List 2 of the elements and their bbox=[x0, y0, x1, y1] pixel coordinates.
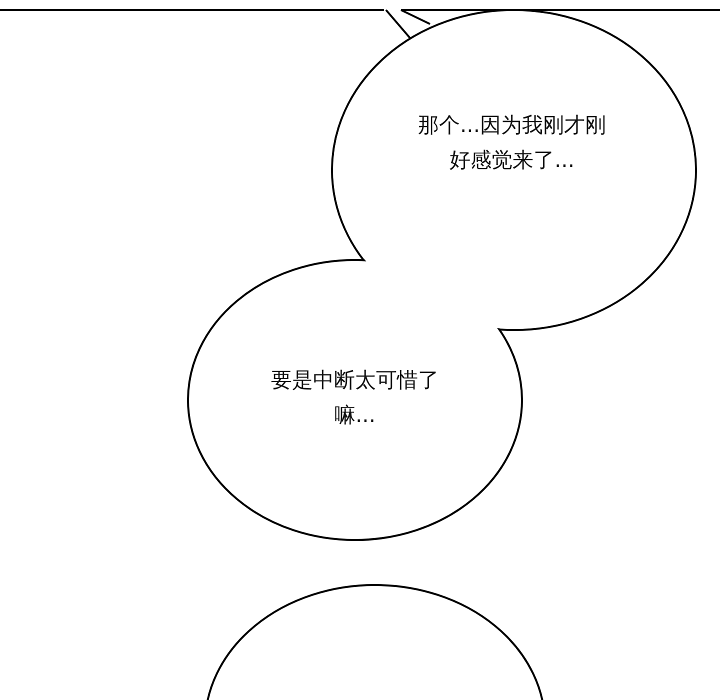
speech-text: 那个...因为我刚才刚好感觉来了... bbox=[416, 112, 608, 174]
speech-text: 要是中断太可惜了嘛... bbox=[270, 367, 440, 429]
